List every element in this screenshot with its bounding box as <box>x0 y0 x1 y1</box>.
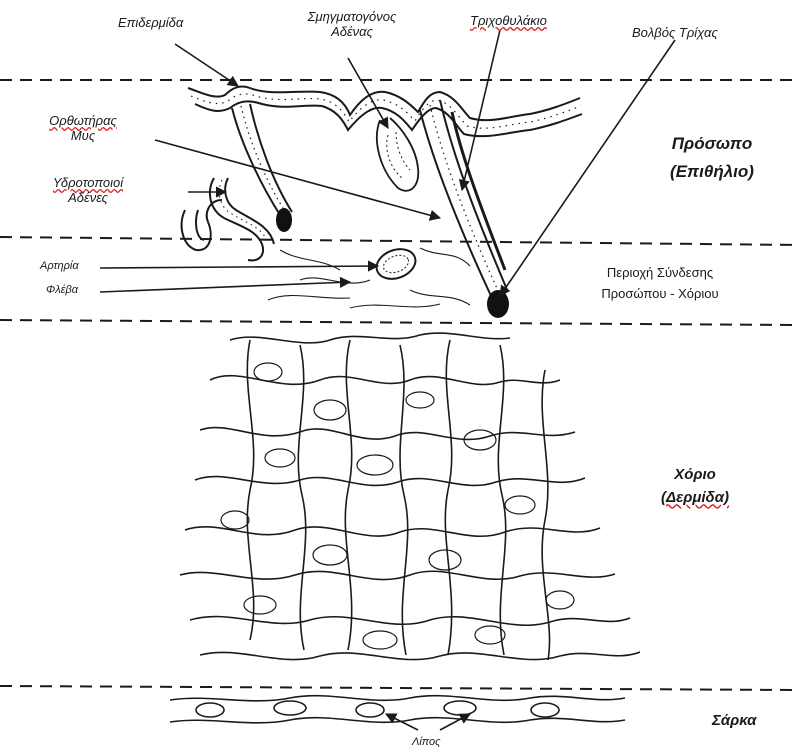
leader-sebaceous <box>348 58 388 128</box>
hair-follicle-main <box>420 100 508 298</box>
label-bulb: Βολβός Τρίχας <box>632 26 718 41</box>
label-arrector-line1: Ορθωτήρας <box>28 114 138 129</box>
label-sweat: Υδροτοποιοί Αδένες <box>28 176 148 206</box>
zone-junction-line2: Προσώπου - Χόριου <box>560 287 760 302</box>
label-follicle: Τριχοθυλάκιο <box>470 14 547 29</box>
label-sweat-line2: Αδένες <box>28 191 148 206</box>
fat-cell <box>356 703 384 717</box>
label-sebaceous-line2: Αδένας <box>282 25 422 40</box>
label-vein: Φλέβα <box>46 284 78 297</box>
label-arrector-line2: Μυς <box>28 129 138 144</box>
fat-cell <box>196 703 224 717</box>
hair-bulb-small <box>276 208 292 232</box>
label-artery: Αρτηρία <box>40 260 79 273</box>
label-arrector: Ορθωτήρας Μυς <box>28 114 138 144</box>
zone-dermis-line2: (Δερμίδα) <box>640 489 750 506</box>
epidermis-layer <box>188 86 582 136</box>
zone-dermis-line1: Χόριο <box>640 466 750 483</box>
leader-fat-right <box>440 714 470 730</box>
leader-vein <box>100 282 350 292</box>
fat-layer <box>170 696 625 723</box>
fat-cell <box>444 701 476 715</box>
leader-follicle <box>462 30 500 190</box>
label-epidermis: Επιδερμίδα <box>118 16 183 31</box>
hair-bulb-main <box>487 290 509 318</box>
zone-flesh: Σάρκα <box>712 712 756 729</box>
label-sweat-line1: Υδροτοποιοί <box>28 176 148 191</box>
artery-lumen <box>381 252 411 276</box>
fat-cell <box>274 701 306 715</box>
zone-face-line1: Πρόσωπο <box>642 134 782 154</box>
boundary-junction <box>0 320 799 325</box>
zone-face-line2: (Επιθήλιο) <box>642 162 782 182</box>
hair-follicle-left <box>232 104 292 215</box>
boundary-flesh <box>0 686 799 690</box>
artery-vessel <box>372 244 419 284</box>
zone-junction: Περιοχή Σύνδεσης Προσώπου - Χόριου <box>560 266 760 302</box>
zone-dermis: Χόριο (Δερμίδα) <box>640 466 750 507</box>
zone-face: Πρόσωπο (Επιθήλιο) <box>642 134 782 181</box>
label-sebaceous-line1: Σμηγματογόνος <box>282 10 422 25</box>
boundary-epithelium <box>0 237 799 245</box>
junction-fibres <box>268 248 470 308</box>
fat-cell <box>531 703 559 717</box>
epidermis-outer-line <box>188 86 580 120</box>
leader-arrector <box>155 140 440 218</box>
dermis-cells <box>221 363 574 649</box>
zone-junction-line1: Περιοχή Σύνδεσης <box>560 266 760 281</box>
sweat-glands <box>182 178 274 260</box>
label-fat: Λίπος <box>412 736 440 749</box>
label-sebaceous: Σμηγματογόνος Αδένας <box>282 10 422 40</box>
